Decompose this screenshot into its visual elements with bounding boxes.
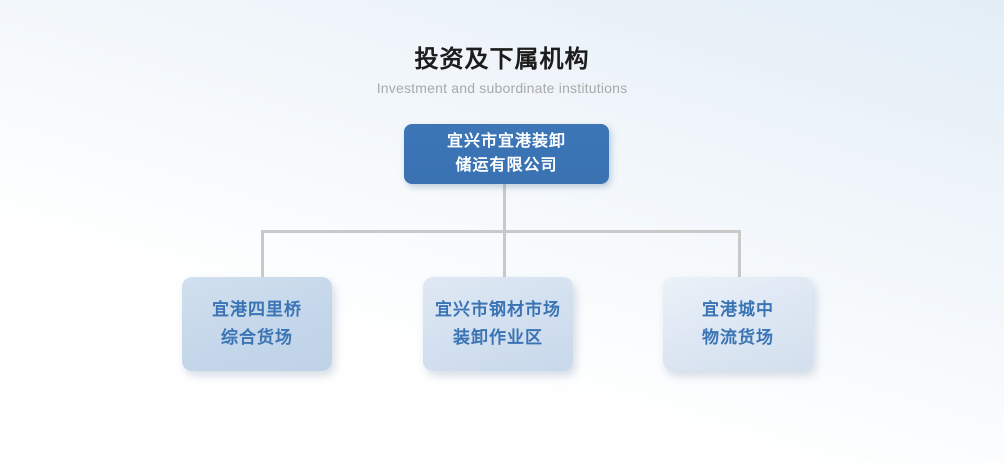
org-node-child-3-line1: 宜港城中 [702,300,774,319]
org-node-root-line2: 储运有限公司 [455,157,558,174]
org-node-root-line1: 宜兴市宜港装卸 [446,133,566,150]
connector-stub-left [261,230,264,277]
org-node-child-2: 宜兴市钢材市场 装卸作业区 [423,277,573,371]
page-title: 投资及下属机构 [414,46,590,73]
org-node-child-2-line1: 宜兴市钢材市场 [435,300,561,319]
org-node-child-1-line2: 综合货场 [221,328,293,347]
org-node-child-3: 宜港城中 物流货场 [663,277,813,371]
org-node-root: 宜兴市宜港装卸 储运有限公司 [404,124,609,184]
page-subtitle: Investment and subordinate institutions [376,80,628,96]
connector-stub-right [738,230,741,277]
org-node-child-1: 宜港四里桥 综合货场 [182,277,332,371]
page-header: 投资及下属机构 Investment and subordinate insti… [0,46,1004,96]
connector-horizontal [261,230,741,233]
org-node-child-1-line1: 宜港四里桥 [212,300,302,319]
org-node-child-2-line2: 装卸作业区 [453,328,543,347]
org-node-child-3-line2: 物流货场 [702,328,774,347]
